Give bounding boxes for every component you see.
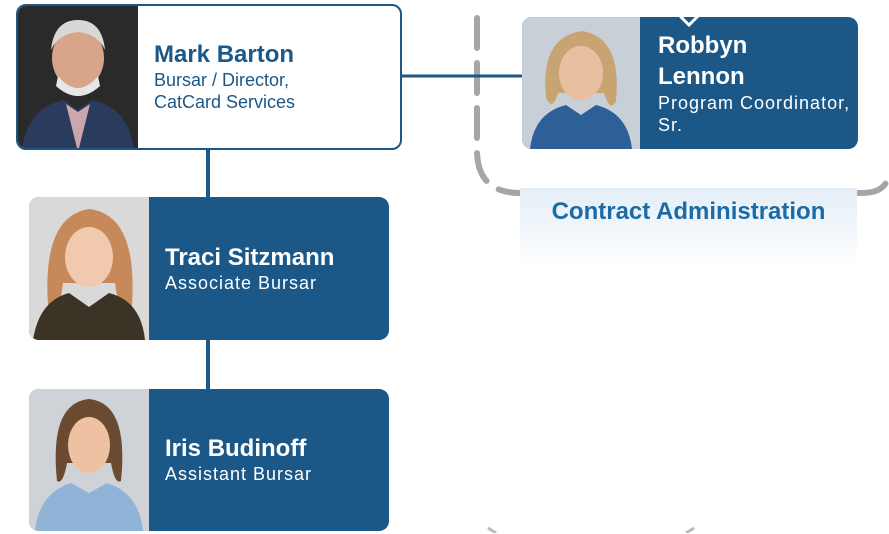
person-card-iris: Iris Budinoff Assistant Bursar <box>29 389 389 531</box>
avatar <box>29 389 149 531</box>
person-title: Bursar / Director, CatCard Services <box>154 70 296 112</box>
person-name: Robbyn Lennon <box>658 32 748 90</box>
connector-robbyn-mark <box>385 67 526 85</box>
avatar <box>522 17 640 149</box>
person-card-traci: Traci Sitzmann Associate Bursar <box>29 197 389 340</box>
person-card-robbyn: Robbyn Lennon Program Coordinator, Sr. <box>522 17 858 149</box>
group-label-background: Contract Administration <box>520 188 857 270</box>
person-name: Mark Barton <box>154 41 295 68</box>
avatar <box>18 6 138 148</box>
person-card-mark: Mark Barton Bursar / Director, CatCard S… <box>16 4 402 150</box>
person-name: Traci Sitzmann <box>165 243 335 271</box>
person-title: Program Coordinator, Sr. <box>658 93 851 135</box>
group-label: Contract Administration <box>551 198 826 225</box>
person-title: Assistant Bursar <box>165 464 313 484</box>
person-name: Iris Budinoff <box>165 435 307 462</box>
chevron-down-icon <box>677 13 701 28</box>
connector-mark-traci <box>206 148 210 198</box>
connector-traci-iris <box>206 338 210 390</box>
avatar <box>29 197 149 340</box>
person-title: Associate Bursar <box>165 272 318 293</box>
